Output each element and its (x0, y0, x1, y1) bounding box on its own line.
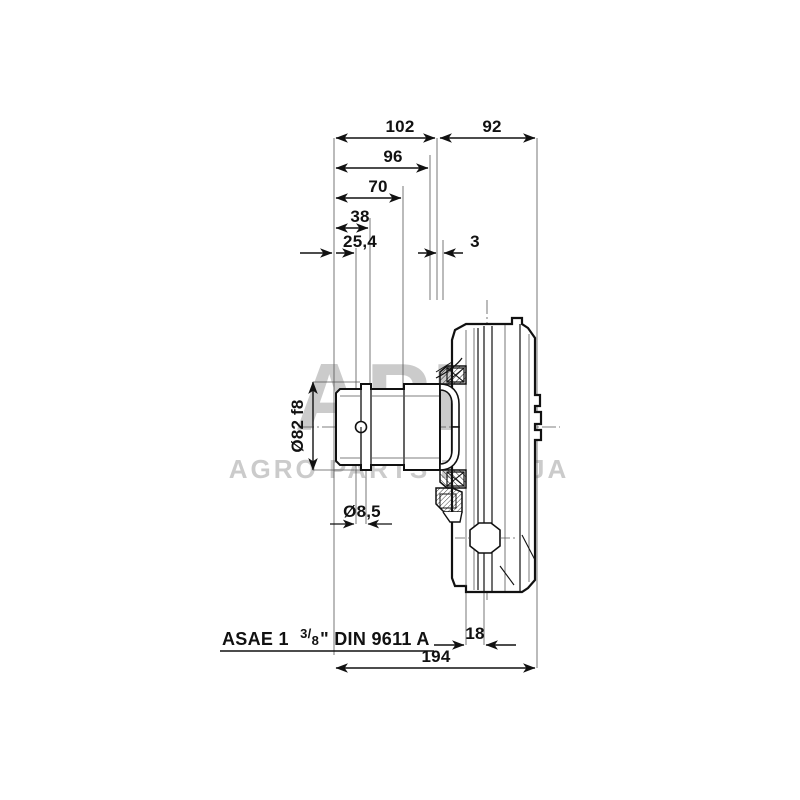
dimension-194-label: 194 (422, 647, 451, 666)
spec-callout: ASAE 1 3/8" DIN 9611 A (220, 626, 434, 652)
dimension-3-label: 3 (470, 232, 480, 251)
dimension-18: 18 (434, 624, 516, 650)
hex-port (455, 522, 516, 554)
bearing-seal-lower (435, 426, 467, 523)
dimension-25-4-label: 25,4 (343, 232, 377, 251)
dimension-70-label: 70 (368, 177, 387, 196)
dimension-3: 3 (418, 232, 480, 258)
dimension-38-label: 38 (350, 207, 369, 226)
dimension-92-label: 92 (482, 117, 501, 136)
pump-housing (450, 316, 543, 594)
dimension-diameter-8-5-label: Ø8,5 (343, 502, 381, 521)
dimension-18-label: 18 (465, 624, 484, 643)
dimension-92: 92 (439, 117, 536, 143)
dimension-70: 70 (335, 177, 402, 203)
dimension-diameter-82-f8: Ø82 f8 (288, 381, 360, 471)
dimension-25-4: 25,4 (300, 232, 377, 258)
dimension-102-label: 102 (386, 117, 415, 136)
dimension-96: 96 (335, 147, 429, 173)
dimension-102: 102 (335, 117, 436, 143)
spec-prefix: ASAE 1 (222, 629, 289, 649)
spec-fraction-denominator: 8 (312, 633, 320, 648)
dimension-diameter-82-f8-label: Ø82 f8 (288, 399, 307, 452)
shaft-assembly (335, 383, 441, 471)
flange-ticks (535, 394, 541, 441)
dimension-38: 38 (335, 207, 369, 233)
dimension-194: 194 (335, 647, 536, 673)
bearing-seal-upper (435, 357, 467, 428)
spec-fraction-numerator: 3 (300, 626, 308, 641)
housing-outline (450, 316, 543, 594)
spec-label-text: ASAE 1 3/8" DIN 9611 A (222, 626, 430, 649)
shaft-outline (335, 383, 441, 471)
dimension-96-label: 96 (383, 147, 402, 166)
spec-suffix: " DIN 9611 A (320, 629, 430, 649)
